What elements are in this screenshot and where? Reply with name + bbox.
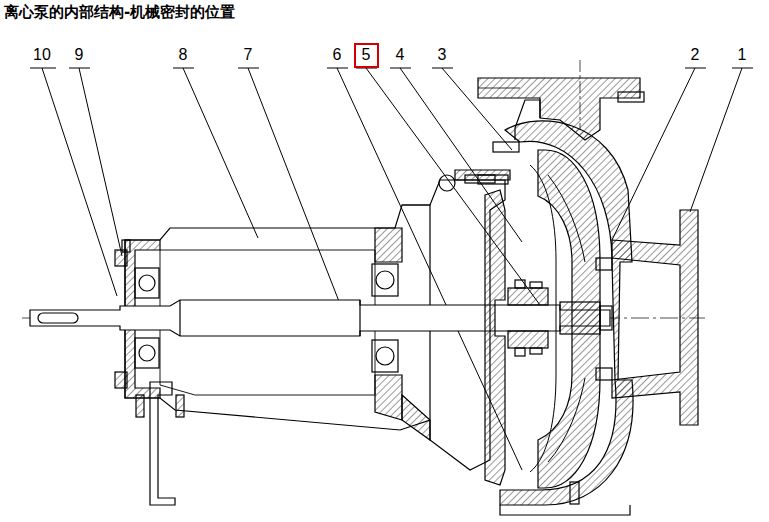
- leader-lines: [30, 68, 753, 470]
- callout-number: 6: [333, 46, 342, 64]
- callout-number: 2: [691, 46, 700, 64]
- mechanical-seal: [508, 280, 548, 356]
- callout-number: 7: [244, 46, 253, 64]
- callout-number: 4: [396, 46, 405, 64]
- suction-nozzle: [612, 210, 698, 425]
- highlight-box: 5: [354, 43, 379, 68]
- impeller: [530, 150, 612, 488]
- callout-number: 9: [75, 46, 84, 64]
- pump-casing: [500, 121, 633, 505]
- pump-cover: [485, 190, 505, 485]
- callout-number: 8: [179, 46, 188, 64]
- diagram-title: 离心泵的内部结构-机械密封的位置: [4, 3, 235, 22]
- callout-number: 10: [33, 46, 51, 64]
- callout-number: 1: [738, 46, 747, 64]
- callout-number: 5: [356, 46, 377, 64]
- discharge-nozzle: [478, 78, 640, 140]
- callout-number: 3: [438, 46, 447, 64]
